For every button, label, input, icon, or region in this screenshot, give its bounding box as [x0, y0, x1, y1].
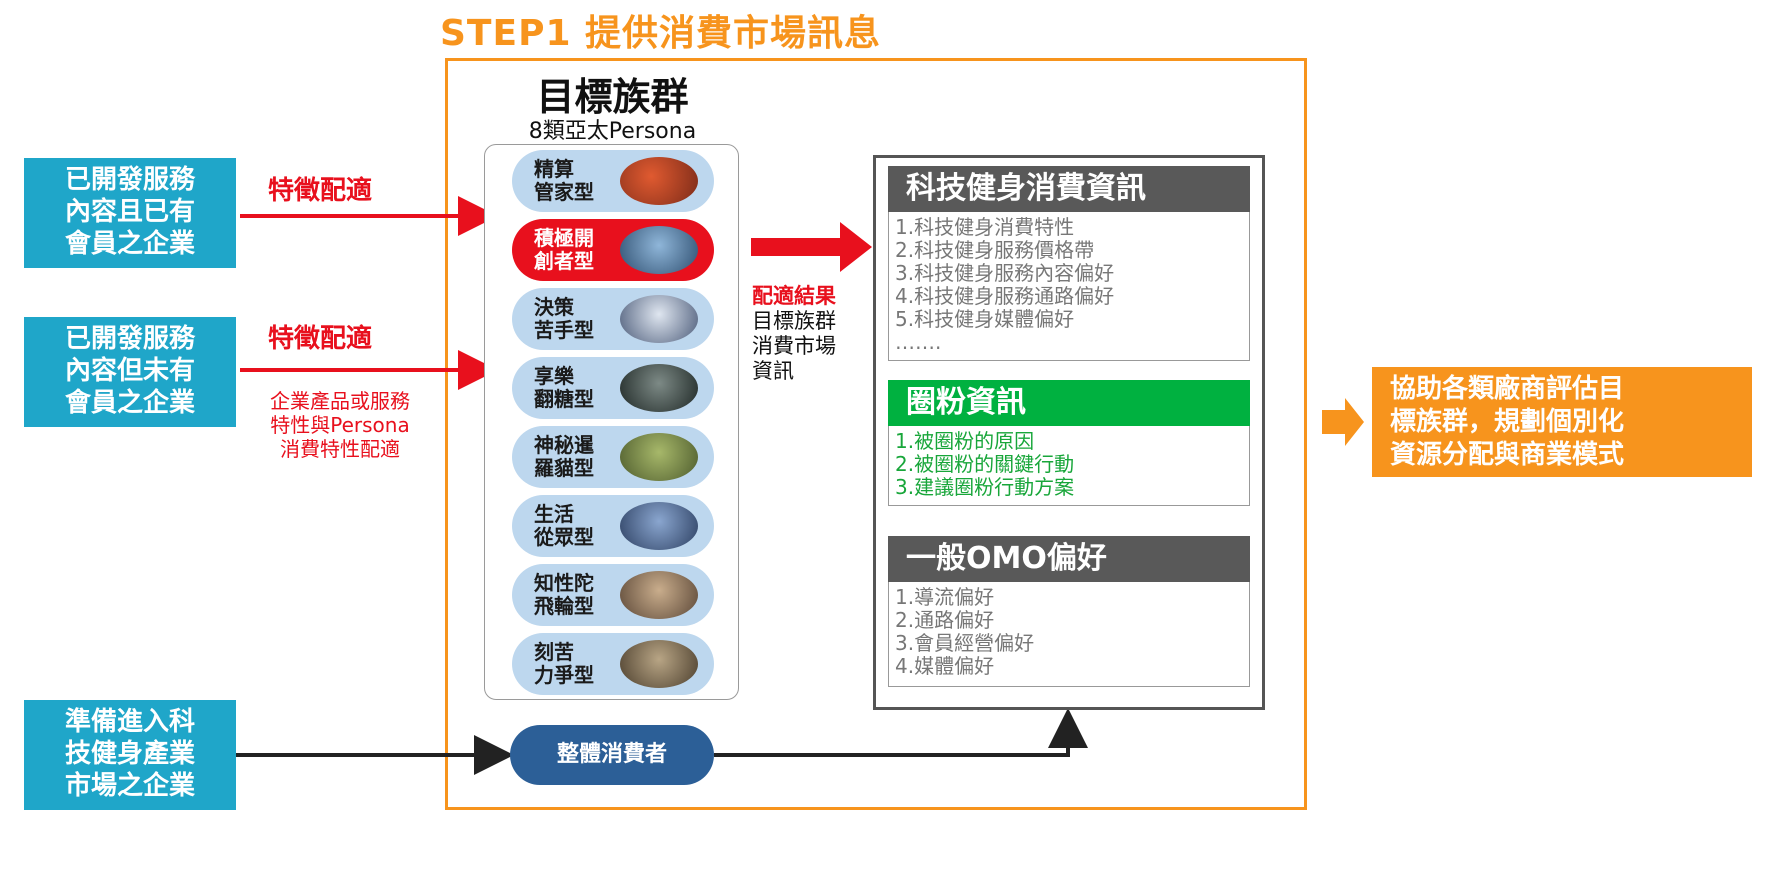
box-line: 會員之企業 — [64, 388, 195, 418]
box-line: 會員之企業 — [64, 229, 195, 259]
result-line: 資訊 — [752, 359, 794, 383]
info-item: ……. — [895, 330, 942, 354]
info-item: 1.導流偏好 — [895, 585, 995, 609]
section-header-fan-info: 圈粉資訊 — [888, 380, 1250, 426]
company-box-developed-no-members: 已開發服務 內容但未有 會員之企業 — [24, 317, 236, 427]
persona-pill[interactable]: 享樂 翻糖型 — [512, 357, 714, 419]
result-title: 配適結果 — [752, 284, 836, 308]
note-line: 企業產品或服務 — [270, 389, 410, 413]
box-line: 內容且已有 — [64, 197, 195, 227]
persona-photo — [620, 157, 698, 205]
whole-consumers-pill[interactable]: 整體消費者 — [510, 725, 714, 785]
info-item: 2.被圈粉的關鍵行動 — [895, 452, 1075, 476]
persona-photo — [620, 433, 698, 481]
info-item: 1.被圈粉的原因 — [895, 429, 1035, 453]
match-result: 配適結果 目標族群 消費市場 資訊 — [752, 284, 836, 384]
outcome-line: 資源分配與商業模式 — [1390, 440, 1625, 470]
persona-pill[interactable]: 刻苦 力爭型 — [512, 633, 714, 695]
persona-label: 決策 苦手型 — [534, 295, 594, 342]
company-box-entering-market: 準備進入科 技健身產業 市場之企業 — [24, 700, 236, 810]
persona-pill[interactable]: 知性陀 飛輪型 — [512, 564, 714, 626]
outcome-line: 協助各類廠商評估目 — [1390, 374, 1625, 404]
persona-photo — [620, 295, 698, 343]
persona-photo — [620, 364, 698, 412]
feature-match-label: 特徵配適 — [268, 176, 373, 206]
feature-match-label: 特徵配適 — [268, 324, 373, 354]
note-line: 特性與Persona — [270, 413, 410, 437]
persona-photo — [620, 640, 698, 688]
step-frame — [445, 58, 1307, 810]
persona-pill[interactable]: 精算 管家型 — [512, 150, 714, 212]
persona-label: 知性陀 飛輪型 — [534, 571, 594, 618]
box-line: 技健身產業 — [64, 739, 195, 769]
persona-label: 積極開 創者型 — [534, 226, 594, 273]
target-group-title: 目標族群 — [536, 75, 689, 119]
persona-pill[interactable]: 神秘暹 羅貓型 — [512, 426, 714, 488]
section-header-fitness-info: 科技健身消費資訊 — [888, 166, 1250, 212]
box-line: 準備進入科 — [64, 707, 195, 737]
note-line: 消費特性配適 — [280, 437, 400, 461]
result-line: 目標族群 — [752, 309, 836, 333]
box-line: 市場之企業 — [64, 771, 195, 801]
info-item: 3.建議圈粉行動方案 — [895, 475, 1075, 499]
info-item: 1.科技健身消費特性 — [895, 215, 1075, 239]
box-line: 內容但未有 — [64, 356, 195, 386]
orange-arrow — [1322, 398, 1364, 446]
persona-photo — [620, 502, 698, 550]
info-item: 4.媒體偏好 — [895, 654, 995, 678]
info-item: 3.科技健身服務內容偏好 — [895, 261, 1115, 285]
section-body-omo: 1.導流偏好 2.通路偏好 3.會員經營偏好 4.媒體偏好 — [888, 582, 1250, 687]
info-item: 2.通路偏好 — [895, 608, 995, 632]
info-item: 3.會員經營偏好 — [895, 631, 1035, 655]
info-item: 2.科技健身服務價格帶 — [895, 238, 1095, 262]
persona-label: 享樂 翻糖型 — [534, 364, 594, 411]
match-note: 企業產品或服務 特性與Persona 消費特性配適 — [240, 389, 440, 461]
persona-pill-selected[interactable]: 積極開 創者型 — [512, 219, 714, 281]
target-group-subtitle: 8類亞太Persona — [528, 119, 697, 144]
big-red-arrow — [751, 222, 872, 272]
info-item: 4.科技健身服務通路偏好 — [895, 284, 1115, 308]
section-body-fan-info: 1.被圈粉的原因 2.被圈粉的關鍵行動 3.建議圈粉行動方案 — [888, 426, 1250, 506]
persona-pill[interactable]: 決策 苦手型 — [512, 288, 714, 350]
box-line: 已開發服務 — [64, 324, 195, 354]
outcome-line: 標族群，規劃個別化 — [1390, 407, 1625, 437]
persona-photo — [620, 226, 698, 274]
persona-panel: 精算 管家型 積極開 創者型 決策 苦手型 享樂 翻糖型 神秘暹 羅貓型 生活 … — [484, 144, 739, 700]
info-item: 5.科技健身媒體偏好 — [895, 307, 1075, 331]
persona-label: 刻苦 力爭型 — [534, 640, 594, 687]
persona-label: 精算 管家型 — [534, 157, 594, 204]
consumer-info-panel: 科技健身消費資訊 1.科技健身消費特性 2.科技健身服務價格帶 3.科技健身服務… — [873, 155, 1265, 710]
result-line: 消費市場 — [752, 334, 836, 358]
company-box-developed-with-members: 已開發服務 內容且已有 會員之企業 — [24, 158, 236, 268]
page-title: STEP1 提供消費市場訊息 — [440, 13, 882, 54]
persona-pill[interactable]: 生活 從眾型 — [512, 495, 714, 557]
arrow-whole-to-omo — [714, 708, 1088, 757]
persona-label: 神秘暹 羅貓型 — [534, 433, 594, 480]
outcome-box: 協助各類廠商評估目 標族群，規劃個別化 資源分配與商業模式 — [1372, 367, 1752, 477]
persona-photo — [620, 571, 698, 619]
section-header-omo: 一般OMO偏好 — [888, 536, 1250, 582]
section-body-fitness-info: 1.科技健身消費特性 2.科技健身服務價格帶 3.科技健身服務內容偏好 4.科技… — [888, 212, 1250, 361]
box-line: 已開發服務 — [64, 165, 195, 195]
persona-label: 生活 從眾型 — [534, 502, 594, 549]
